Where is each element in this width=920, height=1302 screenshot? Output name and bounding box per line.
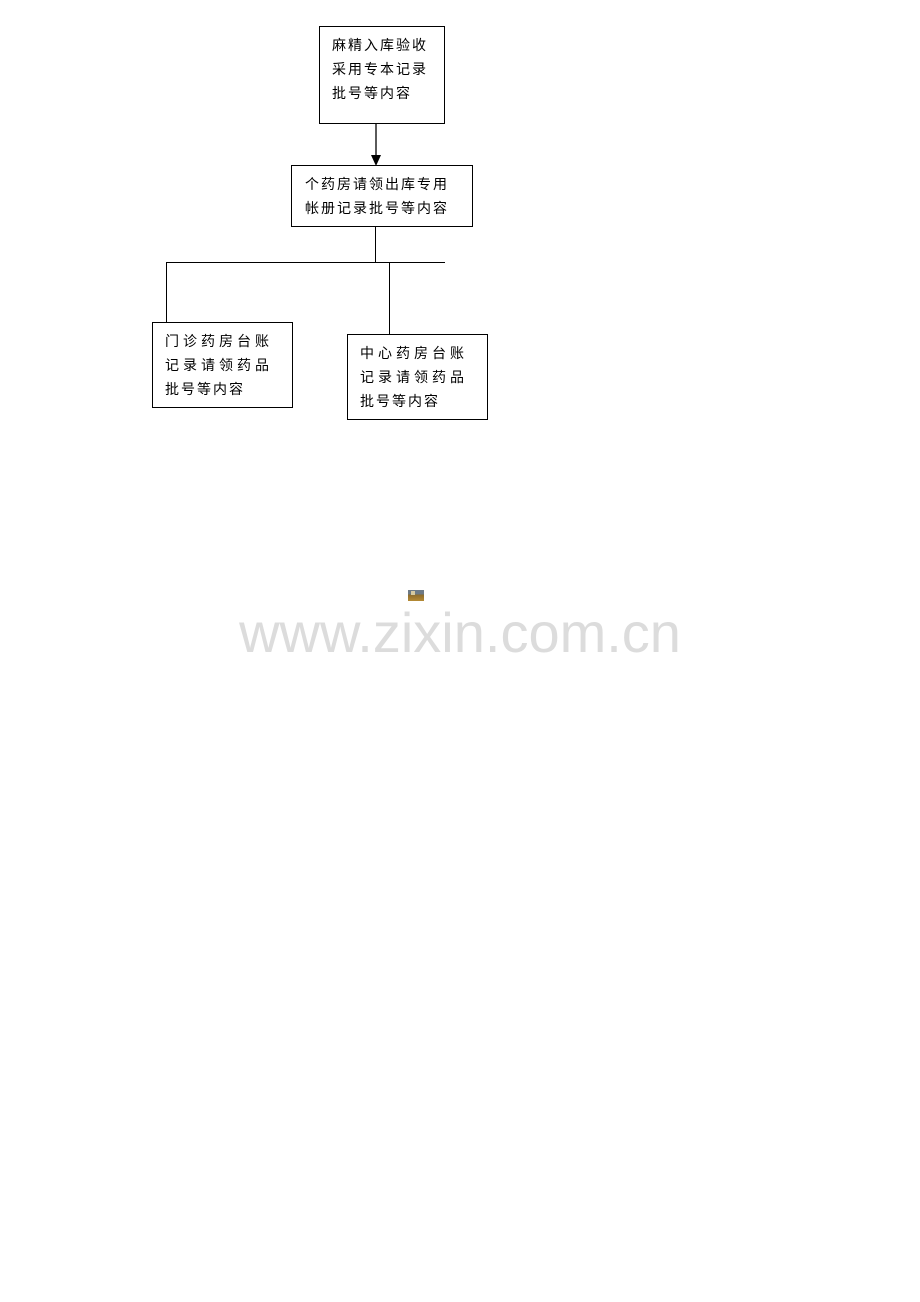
- node-right-line-2: 记录请领药品: [360, 370, 468, 386]
- node-right-line-1: 中心药房台账: [360, 346, 468, 362]
- node-top-line-3: 批号等内容: [332, 86, 412, 102]
- node-top-line-1: 麻精入库验收: [332, 38, 428, 54]
- node-right-line-3: 批号等内容: [360, 394, 440, 410]
- connector-horizontal: [166, 262, 445, 263]
- connector-to-right: [389, 262, 390, 335]
- arrow-top-to-middle: [371, 123, 381, 166]
- node-left-line-2: 记录请领药品: [165, 358, 273, 374]
- thumbnail-image: [408, 590, 424, 601]
- node-middle-line-1: 个药房请领出库专用: [305, 177, 449, 193]
- node-middle-ledger: 个药房请领出库专用 帐册记录批号等内容: [291, 165, 473, 227]
- node-middle-line-2: 帐册记录批号等内容: [305, 201, 449, 217]
- node-left-line-3: 批号等内容: [165, 382, 245, 398]
- node-right-central: 中心药房台账 记录请领药品 批号等内容: [347, 334, 488, 420]
- node-top-line-2: 采用专本记录: [332, 62, 428, 78]
- node-left-line-1: 门诊药房台账: [165, 334, 273, 350]
- node-left-outpatient: 门诊药房台账 记录请领药品 批号等内容: [152, 322, 293, 408]
- connector-to-left: [166, 262, 167, 323]
- watermark-text: www.zixin.com.cn: [239, 601, 681, 664]
- connector-middle-down: [375, 226, 376, 262]
- node-top-acceptance: 麻精入库验收 采用专本记录 批号等内容: [319, 26, 445, 124]
